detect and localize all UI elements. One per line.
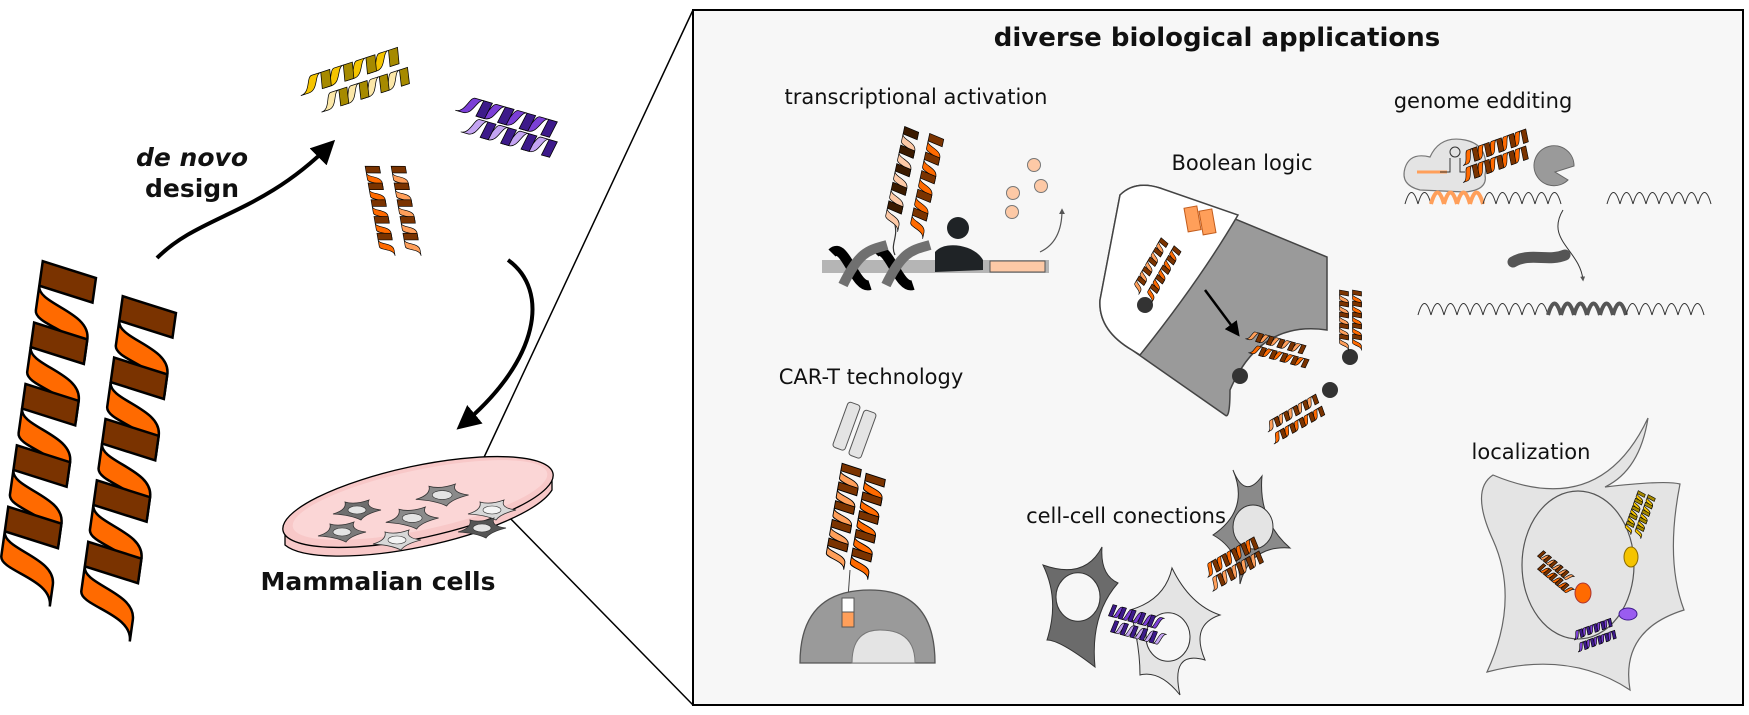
dna-bottom — [1417, 301, 1705, 316]
app-genome-editing: genome edditing — [1394, 89, 1712, 316]
app-label-cellcell: cell-cell conections — [1026, 504, 1226, 528]
loc-helix-orange-1 — [1536, 550, 1575, 580]
bl-helix-8 — [1273, 405, 1326, 445]
loc-helix-purple-1 — [1573, 617, 1613, 641]
bl-helix-5 — [1339, 289, 1349, 351]
nucleus — [1521, 490, 1635, 640]
panel-title: diverse biological applications — [994, 23, 1440, 53]
app-label-boolean: Boolean logic — [1171, 151, 1312, 175]
cc-helix-purple-1 — [1108, 604, 1165, 629]
bl-helix-3 — [1245, 331, 1307, 355]
app-localization: localization — [1472, 417, 1685, 692]
design-arrow — [155, 139, 336, 260]
petri-dish — [282, 455, 554, 557]
loc-helix-orange-2 — [1536, 563, 1575, 593]
helix-purple-2 — [460, 119, 558, 158]
bl-helix-4 — [1248, 345, 1310, 369]
helix-orange-2 — [390, 165, 422, 256]
cart-helix-2 — [849, 472, 886, 580]
ge-helix-2 — [1462, 145, 1529, 183]
zoom-line-top — [464, 9, 694, 499]
bl-helix-2 — [1147, 245, 1182, 303]
cc-helix-orange-1 — [1207, 536, 1259, 578]
donor-dna — [1507, 249, 1571, 268]
nuclease — [1533, 145, 1575, 187]
helix-bundle-large — [0, 259, 178, 642]
bl-helix-6 — [1352, 289, 1362, 351]
helix-yellow-1 — [300, 46, 400, 96]
app-label-genome: genome edditing — [1394, 89, 1573, 113]
helix-pair-yellow — [300, 46, 410, 113]
design-label-line2: design — [145, 174, 239, 203]
ta-helix-1 — [885, 125, 920, 232]
zoom-line-bottom — [504, 512, 694, 706]
design-label-line1: de novo — [136, 143, 248, 172]
transcription-factor — [935, 245, 983, 272]
cells-label: Mammalian cells — [260, 567, 495, 596]
helix-pair-purple — [455, 97, 558, 158]
loc-helix-yellow-2 — [1634, 494, 1656, 539]
dna-top-left — [1404, 190, 1562, 205]
bl-helix-7 — [1267, 393, 1320, 433]
loc-helix-purple-2 — [1577, 629, 1617, 653]
app-boolean-logic: Boolean logic — [1099, 151, 1362, 445]
helix-orange-1 — [364, 165, 396, 256]
app-label-cart: CAR-T technology — [779, 365, 964, 389]
loc-helix-yellow-1 — [1624, 490, 1646, 535]
boolean-arrow — [1203, 289, 1240, 337]
bl-helix-1 — [1134, 237, 1169, 295]
cart-helix-1 — [825, 462, 862, 570]
app-transcriptional-activation: transcriptional activation — [785, 85, 1065, 291]
helix-pair-orange — [364, 165, 422, 256]
product-dots — [1005, 158, 1048, 219]
helix-yellow-2 — [321, 66, 410, 113]
helix-purple-1 — [455, 97, 558, 138]
cc-helix-orange-2 — [1212, 550, 1264, 592]
app-car-t: CAR-T technology — [779, 365, 964, 664]
app-label-localization: localization — [1472, 440, 1591, 464]
app-cell-cell-connections: cell-cell conections — [1026, 469, 1292, 696]
app-label-transcriptional: transcriptional activation — [785, 85, 1048, 109]
gene-box — [989, 260, 1046, 273]
helix-large-left — [0, 259, 98, 607]
helix-large-right — [80, 294, 178, 642]
cc-helix-purple-2 — [1110, 620, 1167, 645]
ge-helix-1 — [1462, 128, 1529, 166]
ta-helix-2 — [910, 132, 945, 239]
dna-top-right — [1606, 192, 1712, 205]
cells-arrow — [456, 258, 535, 430]
